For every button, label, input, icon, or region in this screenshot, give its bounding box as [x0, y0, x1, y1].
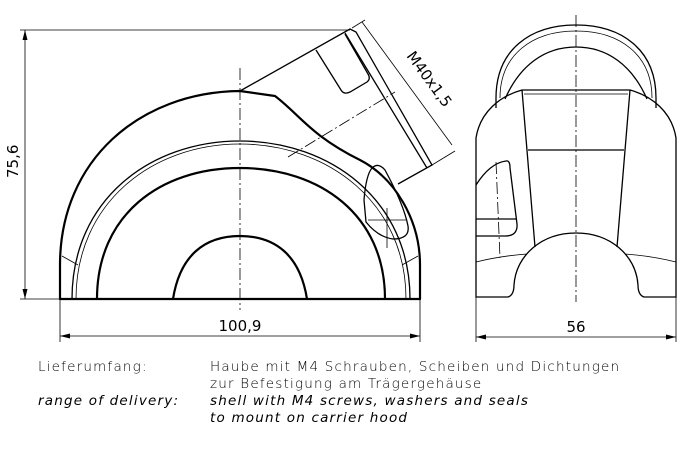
edge-line — [401, 255, 419, 266]
cable-gland-tube — [239, 28, 433, 185]
german-text-line2: zur Befestigung am Trägergehäuse — [210, 376, 483, 392]
arrow-icon — [410, 333, 420, 339]
shell-rim — [71, 140, 411, 300]
dome-inner — [504, 46, 648, 100]
base-line-right — [624, 253, 677, 263]
dome-rim — [499, 30, 653, 99]
tube-flat — [315, 33, 370, 94]
front-width-dimension-label: 56 — [566, 318, 585, 336]
window-center-line — [495, 161, 501, 259]
english-text-line2: to mount on carrier hood — [210, 410, 409, 426]
base-line-left — [475, 253, 528, 263]
inner-arc — [95, 166, 387, 300]
height-dimension-label: 75,6 — [4, 145, 22, 178]
arrow-icon — [476, 334, 486, 340]
taper-line-left — [521, 89, 536, 248]
extension-line — [351, 19, 366, 29]
edge-line — [61, 255, 79, 266]
german-text-line1: Haube mit M4 Schrauben, Scheiben und Dic… — [210, 359, 621, 375]
arrow-icon — [22, 30, 28, 40]
arrow-icon — [22, 289, 28, 299]
german-label: Lieferumfang: — [38, 359, 148, 375]
front-view: 56 — [475, 15, 677, 342]
tube-edge — [344, 32, 428, 169]
extension-line — [431, 150, 456, 166]
arrow-icon — [666, 334, 676, 340]
housing-outline — [58, 89, 422, 301]
side-view: 75,6 100,9 M40x1,5 — [4, 19, 456, 342]
arch-opening — [171, 234, 309, 300]
thread-dimension-label: M40x1,5 — [403, 48, 456, 111]
taper-line-right — [616, 89, 631, 248]
english-text-line1: shell with M4 screws, washers and seals — [210, 393, 530, 409]
arrow-icon — [60, 333, 70, 339]
delivery-notes: Lieferumfang: Haube mit M4 Schrauben, Sch… — [38, 359, 620, 427]
dome-outer — [495, 24, 657, 108]
side-window-front — [475, 160, 518, 237]
tube-axis-line — [287, 91, 396, 158]
thread-dimension-line — [361, 21, 453, 146]
side-window — [363, 164, 409, 240]
english-label: range of delivery: — [38, 393, 180, 409]
width-dimension-label: 100,9 — [219, 317, 262, 335]
